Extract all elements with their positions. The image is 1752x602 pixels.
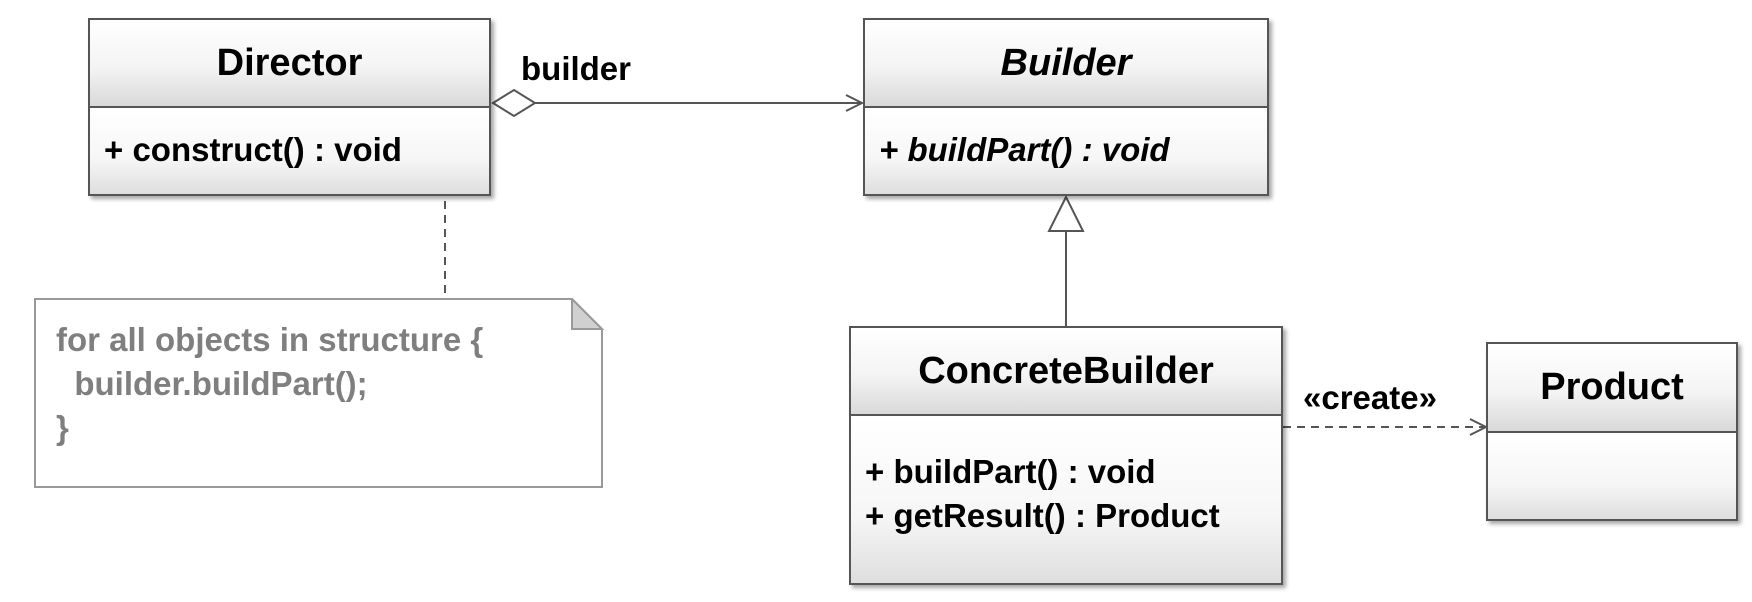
operations-compartment: + construct() : void [90,108,489,194]
aggregation-diamond-icon [491,88,537,118]
class-name: Builder [865,20,1267,108]
class-product[interactable]: Product [1486,342,1738,521]
operations-compartment: + buildPart() : void + getResult() : Pro… [851,416,1281,583]
operation: + buildPart() : void [879,131,1170,168]
operation: + construct() : void [104,131,402,168]
class-name: Product [1488,344,1736,433]
class-name: Director [90,20,489,108]
operation: + getResult() : Product [865,497,1220,534]
class-director[interactable]: Director + construct() : void [88,18,491,196]
class-concrete-builder[interactable]: ConcreteBuilder + buildPart() : void + g… [849,326,1283,585]
operations-compartment [1488,433,1736,519]
class-name: ConcreteBuilder [851,328,1281,416]
note-folded-corner-icon [571,298,604,330]
operations-compartment: + buildPart() : void [865,108,1267,194]
class-builder[interactable]: Builder + buildPart() : void [863,18,1269,196]
aggregation-arrowhead-icon [845,94,865,112]
note-text: for all objects in structure { builder.b… [56,321,484,446]
aggregation-role-label: builder [521,50,632,87]
operation: + buildPart() : void [865,453,1156,490]
generalization-triangle-icon [1047,194,1085,232]
dependency-stereotype-label: «create» [1303,379,1437,416]
implementation-note[interactable]: for all objects in structure { builder.b… [34,298,604,488]
note-frame [34,298,604,488]
